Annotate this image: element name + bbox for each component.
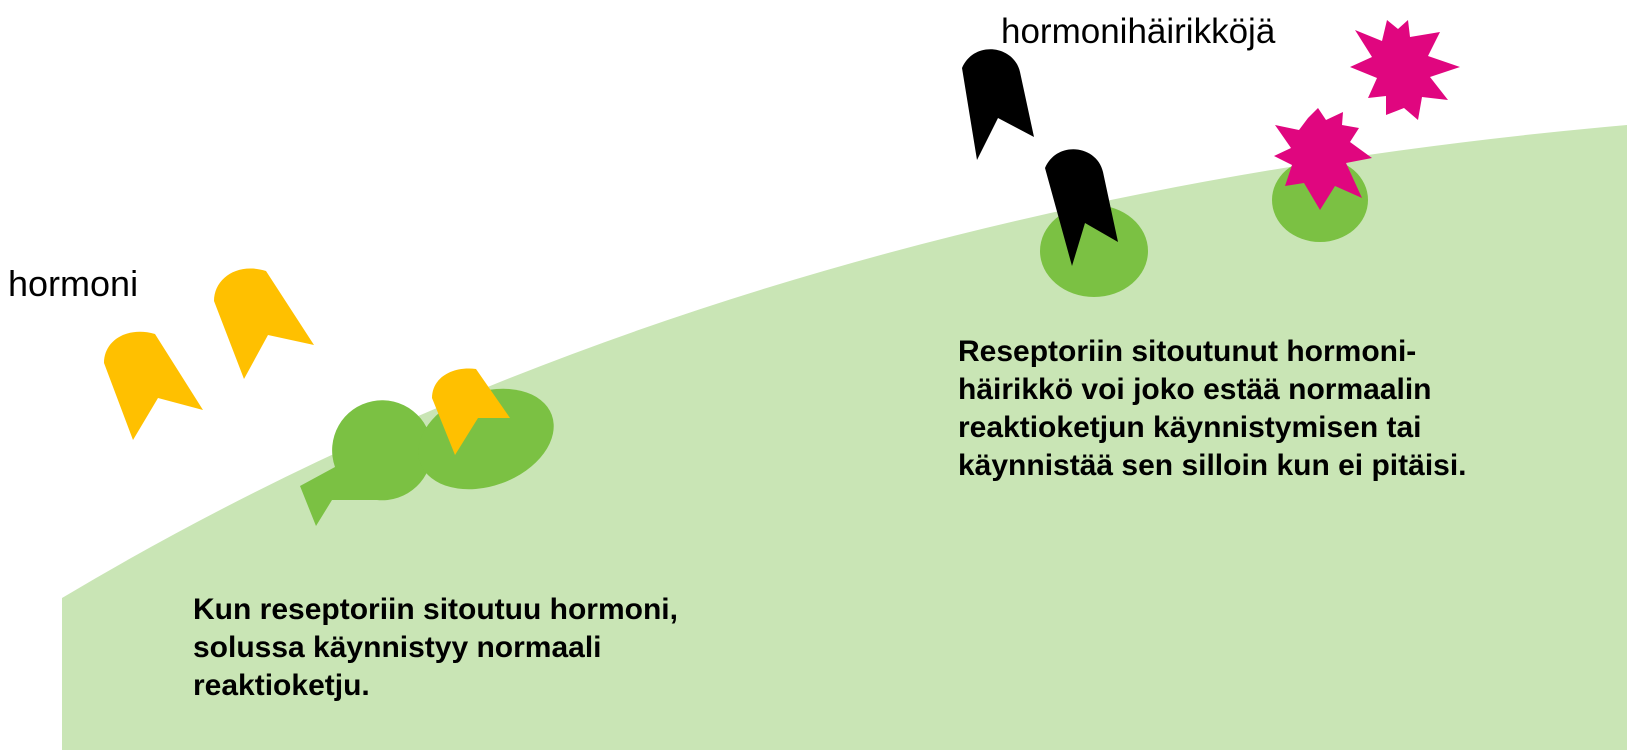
free-hormone (104, 332, 203, 440)
caption-line: reaktioketju. (193, 667, 813, 705)
disruptors-label: hormonihäirikköjä (1001, 12, 1275, 52)
free-black-disruptor (962, 49, 1034, 160)
normal-binding-caption: Kun reseptoriin sitoutuu hormoni, soluss… (193, 591, 813, 705)
caption-line: häirikkö voi joko estää normaalin (958, 371, 1618, 409)
free-hormone (214, 268, 314, 379)
caption-line: Reseptoriin sitoutunut hormoni- (958, 333, 1618, 371)
disruptor-binding-caption: Reseptoriin sitoutunut hormoni- häirikkö… (958, 333, 1618, 485)
hormone-label: hormoni (8, 263, 138, 305)
caption-line: käynnistää sen silloin kun ei pitäisi. (958, 447, 1618, 485)
caption-line: solussa käynnistyy normaali (193, 629, 813, 667)
free-pink-disruptor (1350, 20, 1460, 120)
caption-line: Kun reseptoriin sitoutuu hormoni, (193, 591, 813, 629)
caption-line: reaktioketjun käynnistymisen tai (958, 409, 1618, 447)
